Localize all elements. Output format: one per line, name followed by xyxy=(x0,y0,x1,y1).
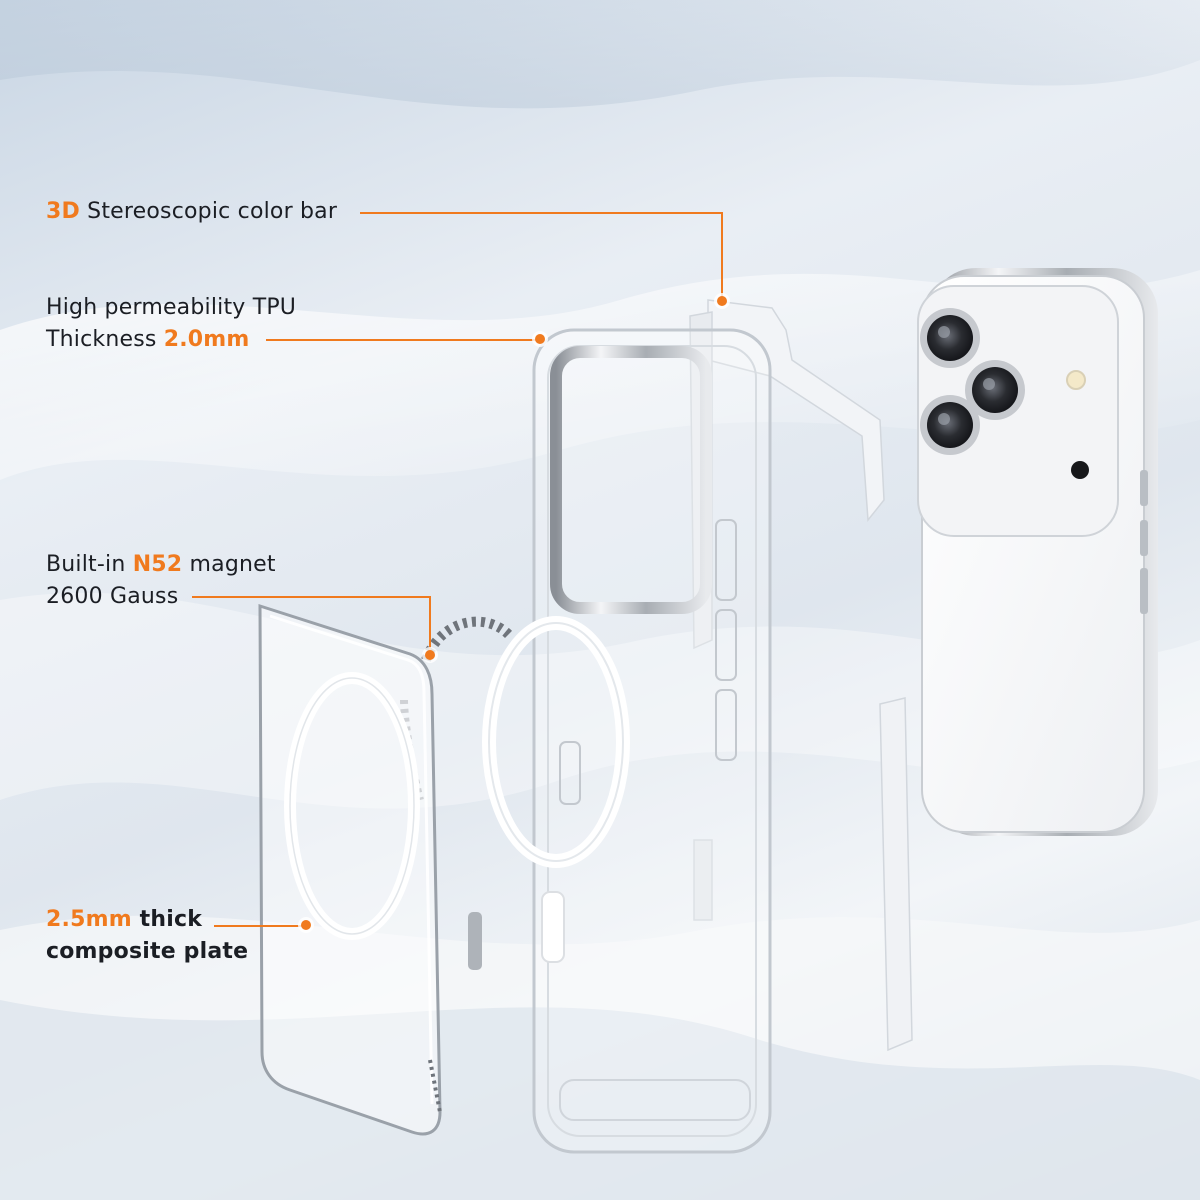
callout-color-bar: 3D Stereoscopic color bar xyxy=(46,196,337,228)
callout-plate: 2.5mm thick composite plate xyxy=(46,904,248,968)
tpu-leader xyxy=(266,339,536,341)
callout-tpu-line1: High permeability TPU xyxy=(46,295,297,320)
callout-color-bar-text: Stereoscopic color bar xyxy=(79,199,338,224)
tpu-frame-case xyxy=(532,328,772,1154)
callout-plate-highlight: 2.5mm xyxy=(46,907,132,932)
color-bar-leader-h xyxy=(360,212,722,214)
callout-plate-line2: composite plate xyxy=(46,939,249,964)
callout-tpu: High permeability TPU Thickness 2.0mm xyxy=(46,292,296,356)
tpu-dot xyxy=(535,334,545,344)
callout-tpu-line2-prefix: Thickness xyxy=(46,327,164,352)
callout-color-bar-highlight: 3D xyxy=(46,199,80,224)
color-bar-dot xyxy=(717,296,727,306)
plate-dot xyxy=(301,920,311,930)
callout-plate-suffix: thick xyxy=(131,907,203,932)
callout-magnet-line2: 2600 Gauss xyxy=(46,584,179,609)
callout-tpu-highlight: 2.0mm xyxy=(163,327,250,352)
plate-leader xyxy=(214,925,304,927)
callout-magnet-suffix: magnet xyxy=(182,552,276,577)
phone xyxy=(917,268,1158,836)
callout-magnet: Built-in N52 magnet 2600 Gauss xyxy=(46,549,276,613)
color-bar-leader-v xyxy=(721,212,723,300)
callout-magnet-prefix: Built-in xyxy=(46,552,133,577)
composite-plate xyxy=(258,603,442,1136)
magnet-leader-h xyxy=(192,596,430,598)
callout-magnet-highlight: N52 xyxy=(132,552,183,577)
magnet-leader-v xyxy=(429,596,431,654)
magnet-dot xyxy=(425,650,435,660)
